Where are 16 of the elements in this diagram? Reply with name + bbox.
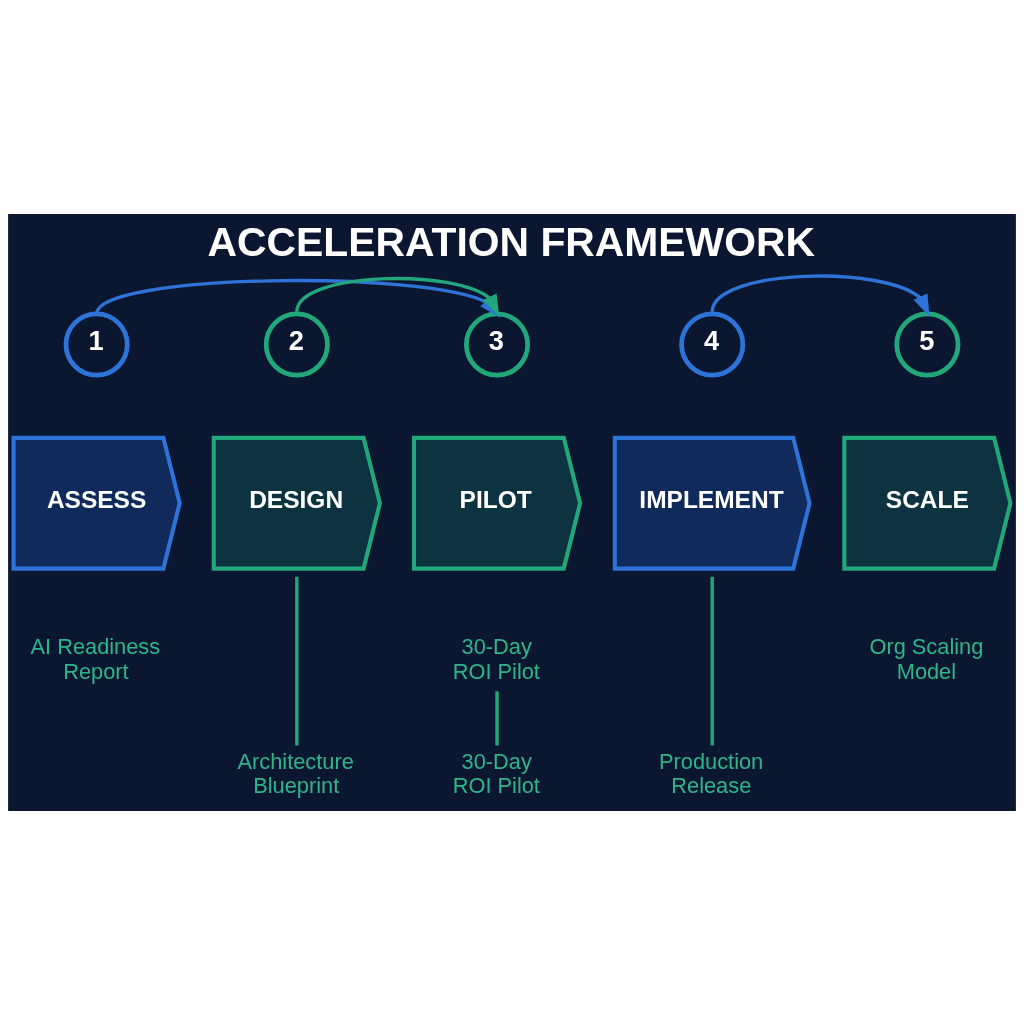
node-circle: 3: [464, 311, 531, 378]
connector: [495, 690, 499, 746]
connector: [710, 576, 714, 745]
node-label: Org Scaling Model: [869, 633, 984, 684]
node-text: 30-Day ROI Pilot: [452, 748, 540, 798]
node-circle: 1: [63, 311, 130, 378]
diagram-title: ACCELERATION FRAMEWORK: [207, 218, 815, 265]
node-circle: 2: [263, 311, 330, 378]
node-text: Production Release: [659, 748, 764, 798]
node-circle: 5: [894, 311, 961, 378]
node-circle: 4: [679, 311, 746, 378]
node-text: 30-Day ROI Pilot: [452, 633, 540, 684]
node-label: AI Readiness Report: [30, 633, 161, 684]
arrow: [710, 273, 930, 317]
connector: [295, 576, 299, 745]
node-text: Architecture Blueprint: [237, 748, 354, 798]
